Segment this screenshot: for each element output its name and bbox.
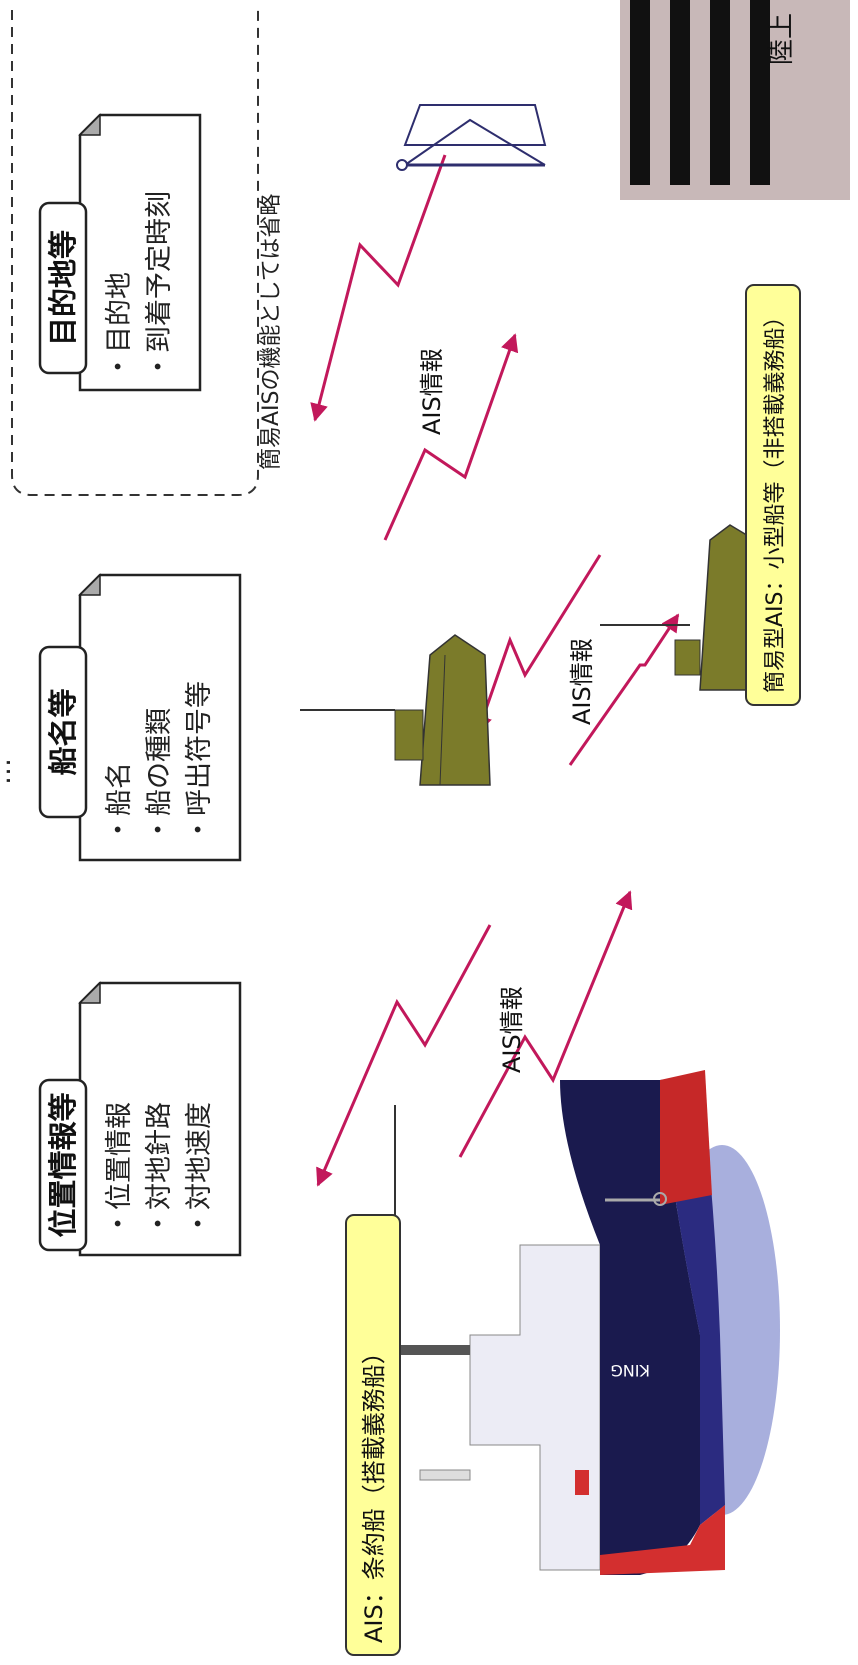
medium-boat-illustration — [300, 634, 491, 786]
info-title-destination: 目的地等 — [46, 230, 80, 346]
signal-label-to-land: AIS情報 — [418, 348, 446, 435]
info-item-ship-name-2: ・船の種類 — [144, 708, 175, 843]
info-item-position-1: ・位置情報 — [104, 1102, 135, 1237]
convention-ship-illustration: KING — [380, 1070, 780, 1575]
info-box-destination: 目的地等 ・目的地 ・到着予定時刻 — [38, 113, 202, 392]
signal-large-to-medium: AIS情報 — [316, 890, 633, 1187]
signal-medium-to-small: AIS情報 — [474, 554, 680, 766]
signal-label-large-to-medium: AIS情報 — [498, 986, 526, 1073]
hull-text: KING — [610, 1361, 650, 1380]
label-small-ship-text: 簡易型AIS：小型船等（非搭載義務船） — [763, 305, 788, 693]
info-title-position: 位置情報等 — [46, 1092, 80, 1237]
info-box-position: 位置情報等 ・位置情報 ・対地針路 ・対地速度 — [38, 981, 242, 1257]
label-convention-ship-text: AIS：条約船（搭載義務船） — [360, 1340, 388, 1643]
label-small-ship: 簡易型AIS：小型船等（非搭載義務船） — [745, 284, 801, 706]
omitted-region: 簡易AISの機能としては省略 目的地等 ・目的地 ・到着予定時刻 — [11, 10, 284, 496]
info-item-position-3: ・対地速度 — [184, 1102, 215, 1237]
info-title-ship-name: 船名等 — [46, 688, 80, 775]
label-convention-ship: AIS：条約船（搭載義務船） — [345, 1214, 401, 1656]
land-station-illustration — [396, 0, 850, 200]
info-item-ship-name-3: ・呼出符号等 — [184, 681, 215, 843]
info-item-ship-name-1: ・船名 — [104, 762, 135, 843]
signal-to-land: AIS情報 — [310, 154, 519, 541]
land-station-label: 陸上 — [767, 13, 797, 65]
signal-label-medium-to-small: AIS情報 — [568, 638, 596, 725]
info-item-destination-2: ・到着予定時刻 — [144, 191, 175, 380]
small-boat-illustration — [600, 524, 761, 691]
info-item-destination-1: ・目的地 — [104, 272, 135, 380]
top-clipped-text: … — [0, 758, 17, 785]
omitted-note: 簡易AISの機能としては省略 — [259, 194, 284, 470]
info-item-position-2: ・対地針路 — [144, 1102, 175, 1237]
info-box-ship-name: 船名等 ・船名 ・船の種類 ・呼出符号等 — [38, 573, 242, 862]
